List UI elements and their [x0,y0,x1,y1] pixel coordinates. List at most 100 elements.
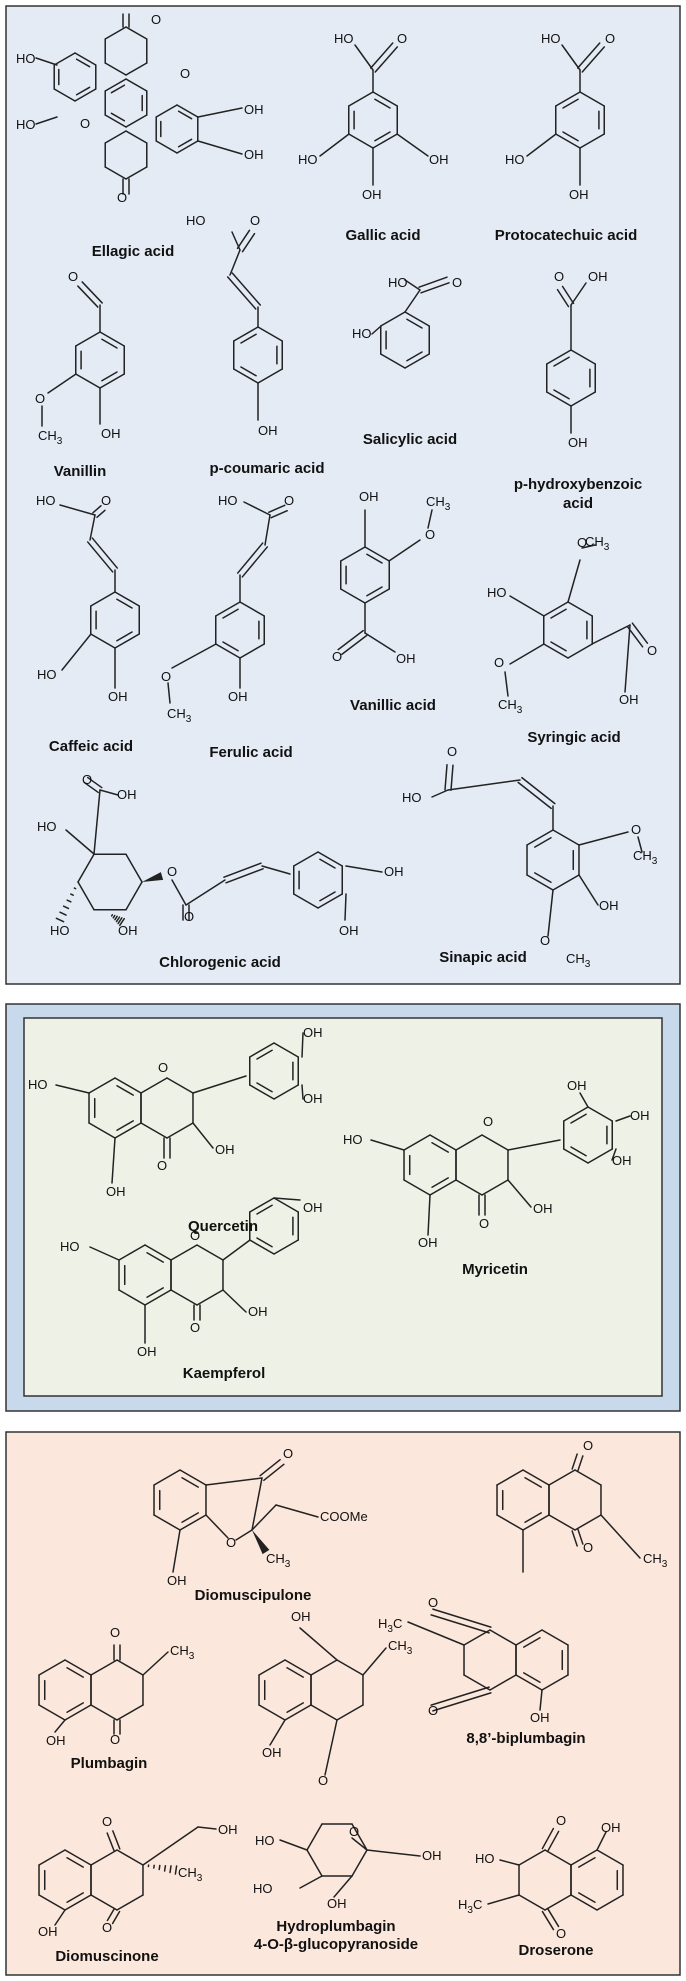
atom-o: O [397,31,407,46]
atom-oh: OH [215,1142,235,1157]
label-biplumbagin: 8,8’-biplumbagin [466,1730,585,1747]
atom-methyl: CH3 [178,1865,203,1884]
bond [116,631,133,642]
bond [301,1032,304,1058]
bond [444,764,448,791]
bond [432,1608,492,1628]
bond [563,1106,589,1122]
bond [406,351,423,362]
label-vanillic-acid: Vanillic acid [350,697,436,714]
bond [170,1244,198,1261]
bond [522,1514,550,1531]
wedge-bond [142,872,164,882]
bond [447,779,521,791]
atom-ho: HO [352,326,372,341]
atom-o: O [283,1446,293,1461]
label-kaempferol: Kaempferol [183,1365,266,1382]
bond [515,1629,543,1646]
bond [431,789,449,798]
label-hydroplumbagin-line2: 4-O-β-glucopyranoside [254,1936,418,1953]
bond [81,281,103,304]
atom-oh: OH [429,152,449,167]
bond [268,504,286,514]
bond [273,1084,299,1100]
bond [317,893,343,909]
bond [62,905,70,910]
bond [507,1139,561,1151]
bond [205,1477,263,1486]
bond [624,624,631,693]
bond [116,1085,134,1096]
atom-o: O [110,1625,120,1640]
bond [517,781,552,810]
bond [306,1823,323,1851]
bond [53,88,76,102]
bond [526,874,554,891]
bond [306,1849,323,1877]
bond [166,1077,194,1094]
bond [563,1148,589,1164]
bond [47,373,77,394]
label-diomuscinone: Diomuscinone [55,1948,158,1965]
atom-o: O [605,31,615,46]
bond [534,872,552,883]
atom-oh: OH [568,435,588,450]
bond [571,1530,578,1547]
bond [432,1692,492,1712]
bond [561,285,575,305]
bond [125,166,148,180]
bond [286,1702,304,1713]
bond [293,851,319,867]
bond [567,643,593,659]
bond [153,1469,181,1486]
bond [197,1826,217,1830]
bond [450,764,454,791]
bond [544,1894,572,1911]
bond [579,1092,589,1108]
bond [215,643,241,659]
atom-o: O [556,1813,566,1828]
bond [236,542,264,574]
bond [77,881,95,911]
atom-ho: HO [37,667,57,682]
bond [481,1179,509,1196]
atom-oh: OH [362,187,382,202]
bond [167,682,171,704]
atom-ho: HO [253,1881,273,1896]
bond [637,836,643,853]
atom-o: O [349,1824,359,1839]
bond [371,325,382,335]
bond [243,501,271,516]
atom-o: O [35,391,45,406]
bond [54,1909,66,1926]
bond [562,131,579,142]
bond [258,1704,286,1721]
atom-oh: OH [291,1609,311,1624]
bond [364,588,390,604]
bond [404,279,421,291]
bond [427,509,433,529]
bond [561,44,581,71]
atom-oh: OH [228,689,248,704]
bond [301,1084,304,1100]
atom-oh: OH [567,1078,587,1093]
bond [196,1244,224,1261]
bond [55,917,65,923]
atom-methyl: CH3 [643,1551,668,1570]
bond [104,114,127,128]
bond [185,879,226,906]
atom-methyl: CH3 [633,848,658,867]
bond [104,78,127,92]
bond [77,285,99,308]
bond [275,1504,319,1518]
bond [241,232,256,253]
atom-oh: OH [422,1848,442,1863]
bond [351,1823,368,1851]
atom-oh: OH [118,923,138,938]
bond [546,1830,560,1853]
bond [249,1084,275,1100]
bond [273,1042,299,1058]
bond [225,868,264,884]
bond [509,643,545,665]
atom-o: O [102,1814,112,1829]
